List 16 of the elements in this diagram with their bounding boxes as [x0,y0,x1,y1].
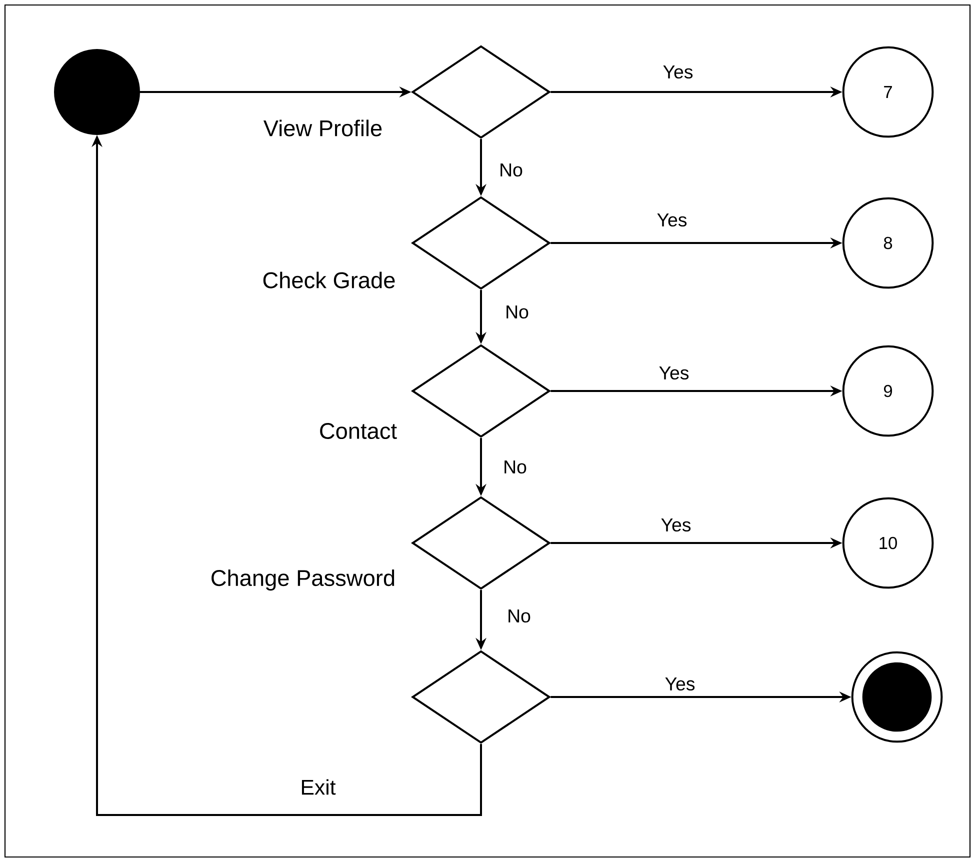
edge-label: No [504,304,530,320]
edge-label: No [502,459,528,475]
edge-label: Yes [657,365,691,381]
start-circle [54,49,140,135]
edge-label: Yes [655,212,689,228]
edge-label: Yes [661,64,695,80]
edge-label: No [506,608,532,624]
edge-label: Exit [298,778,338,796]
edge-label: Yes [663,676,697,692]
node-label: Check Grade [263,272,395,288]
node-label: Contact [320,422,397,440]
node-label: View Profile [263,120,382,136]
edge-label: No [498,162,524,178]
end-circle [851,651,943,743]
node-label: Change Password [212,569,394,591]
edge-label: Yes [659,517,693,533]
